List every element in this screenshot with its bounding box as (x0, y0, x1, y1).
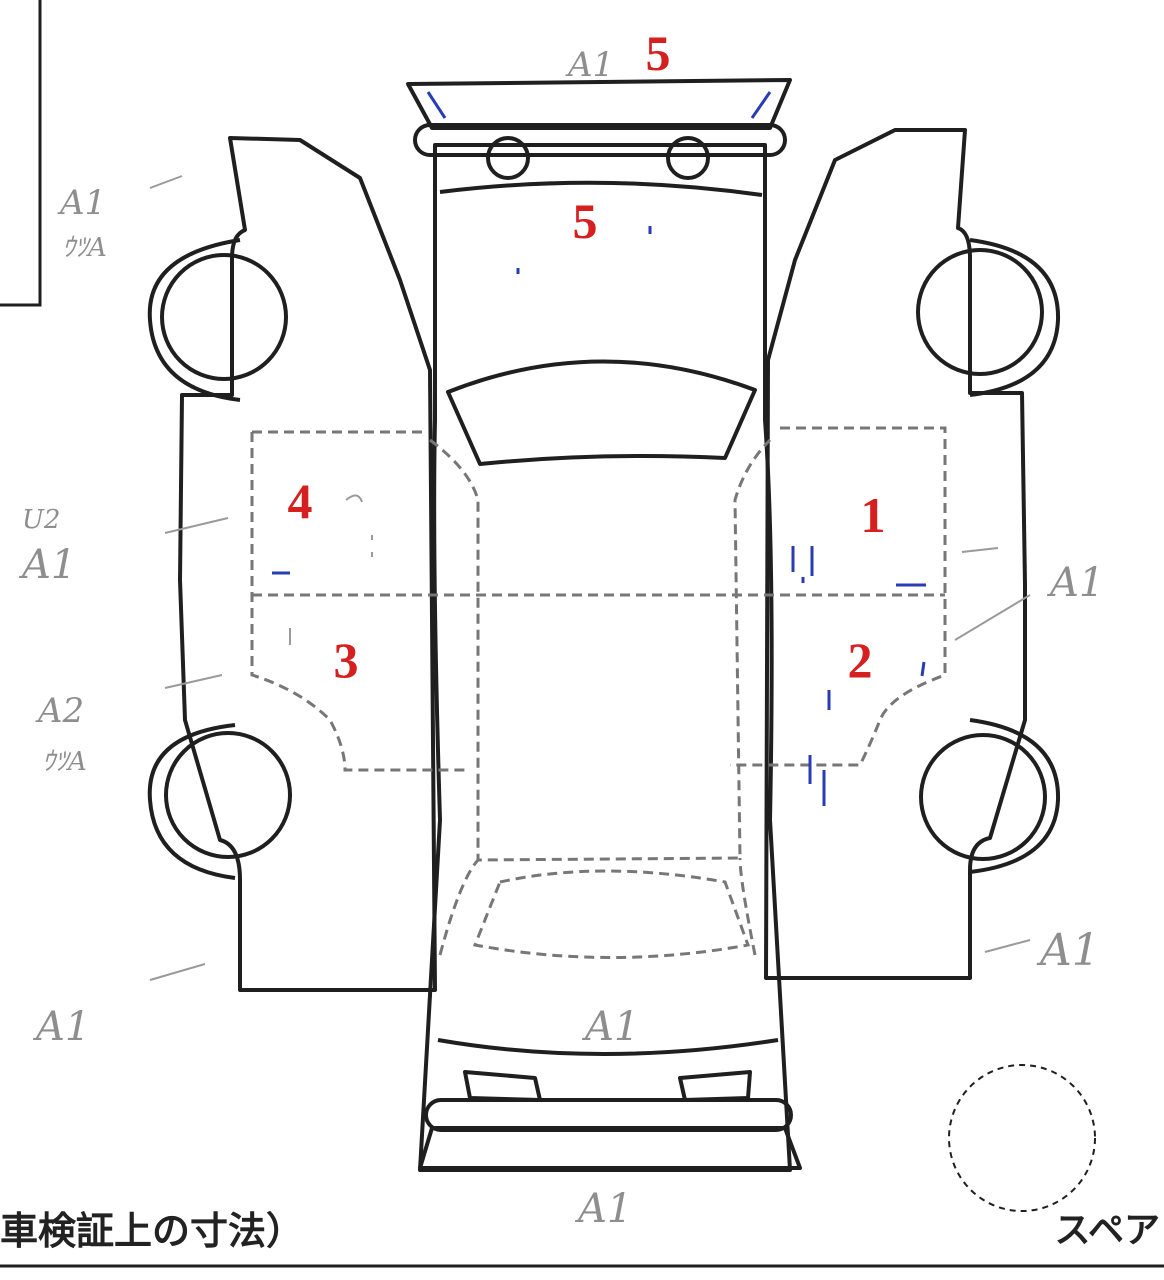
panel-number-3: 3 (334, 632, 359, 688)
roof-outline (429, 438, 772, 862)
pen-mark (426, 91, 447, 119)
left-door-outline (250, 430, 470, 772)
pencil-note: ｳﾂA (62, 233, 107, 263)
panel-number-4: 4 (288, 473, 313, 529)
panel-number-2: 2 (848, 632, 873, 688)
left-headlight (486, 136, 530, 180)
pen-mark (920, 661, 926, 677)
pencil-stroke (164, 674, 223, 689)
pencil-stroke (984, 939, 1031, 953)
front-spoiler (406, 78, 792, 130)
pencil-stroke (149, 963, 206, 981)
pencil-stroke (164, 517, 229, 534)
grille-line (439, 180, 763, 197)
pencil-note: A1 (581, 1004, 639, 1050)
rear-body-line (437, 1038, 779, 1056)
pencil-note: A1 (18, 542, 76, 588)
pencil-stroke (345, 494, 363, 503)
car-layout-diagram (147, 78, 1061, 1172)
front-bumper (413, 123, 787, 157)
spare-tire-icon (948, 1064, 1096, 1212)
pencil-note: A1 (1046, 560, 1104, 606)
right-rear-wheel-arch (969, 718, 1061, 874)
pencil-note: A1 (57, 183, 106, 223)
trunk-outline (438, 857, 757, 956)
pencil-note: A1 (574, 1186, 632, 1232)
panel-outlines (250, 426, 947, 959)
left-rear-wheel (164, 731, 292, 859)
pencil-stroke (149, 175, 183, 189)
pencil-note: U2 (22, 505, 60, 535)
right-door-outline (730, 426, 947, 767)
rear-apron (418, 1126, 802, 1170)
panel-number-1: 1 (861, 487, 886, 543)
damage-marks (272, 91, 926, 806)
pencil-note: A1 (32, 1004, 90, 1050)
pencil-note: ｳﾂA (42, 747, 87, 777)
pencil-note: A2 (35, 691, 84, 731)
panel-number-front: 5 (646, 25, 671, 81)
pencil-stroke (954, 594, 1031, 641)
pencil-stroke (961, 547, 999, 553)
rear-bumper (424, 1098, 793, 1132)
right-front-wheel-arch (969, 238, 1061, 397)
panel-number-hood: 5 (573, 193, 598, 249)
right-front-wheel (916, 248, 1044, 376)
pencil-note: A1 (565, 45, 614, 85)
right-rear-wheel (919, 733, 1047, 861)
rear-window-outline (472, 869, 751, 959)
right-tail-light (678, 1070, 752, 1102)
pencil-note: A1 (1036, 925, 1100, 976)
spare-label: スペア (1055, 1210, 1160, 1251)
left-side-panel (178, 136, 437, 992)
left-tail-light (463, 1070, 542, 1102)
left-rear-wheel-arch (147, 723, 236, 880)
pencil-strokes (149, 175, 1031, 981)
left-front-wheel (160, 253, 288, 381)
corner-box-frame (0, 0, 42, 307)
right-headlight (666, 136, 710, 180)
left-front-wheel-arch (147, 238, 241, 402)
right-side-panel (764, 128, 1027, 980)
windscreen (446, 359, 757, 466)
pen-mark (750, 91, 772, 119)
dimension-caption: 車検証上の寸法） (0, 1209, 304, 1253)
